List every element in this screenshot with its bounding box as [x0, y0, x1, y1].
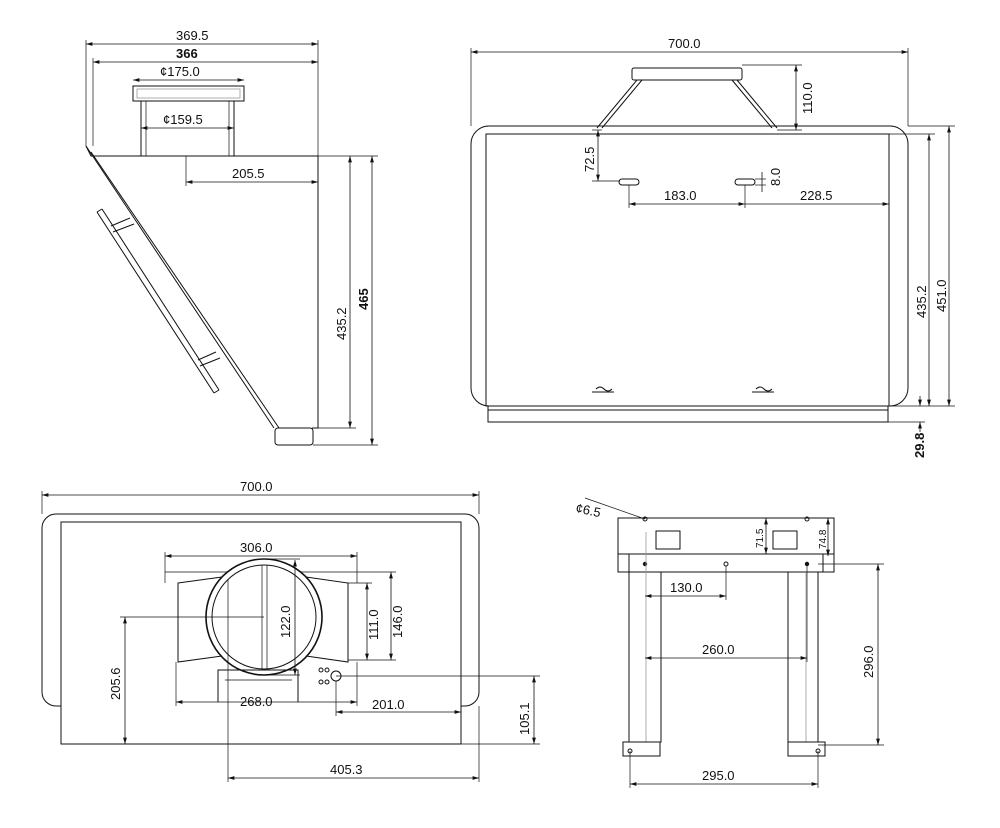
dim-bracket-depth-b: 74.8	[818, 529, 829, 549]
dim-front-height-total: 451.0	[934, 279, 949, 312]
bracket-tab-left	[655, 530, 681, 550]
bracket-top-plate	[617, 517, 835, 555]
hood-foot	[274, 427, 314, 446]
dim-side-offset: 205.5	[232, 166, 265, 181]
bracket-foot-right	[787, 741, 826, 757]
dim-front-slot-edge: 228.5	[800, 188, 833, 203]
duct-collar	[132, 85, 245, 102]
dim-bottom-box-outer: 146.0	[390, 605, 405, 638]
dim-side-width-outer: 369.5	[176, 28, 209, 43]
dim-side-height-body: 435.2	[334, 307, 349, 340]
dim-bracket-hole-diameter: ¢6.5	[574, 500, 602, 520]
dim-bracket-spacing-b: 260.0	[702, 642, 735, 657]
dim-bracket-spacing-a: 130.0	[670, 580, 703, 595]
bracket-leg-left	[628, 571, 662, 743]
control-icon-left	[592, 386, 614, 393]
dim-bracket-depth-a: 71.5	[755, 528, 766, 548]
bracket-leg-right	[787, 571, 819, 743]
bracket-view: ¢6.5 71.5 74.8 130.0 260.0 296.0 295.0	[574, 497, 884, 788]
front-hood-outer	[470, 125, 909, 407]
dim-front-bottom-trim: 29.8	[912, 433, 927, 458]
bracket-tab-right	[772, 530, 798, 550]
dim-bottom-panel-offset: 201.0	[372, 697, 405, 712]
dim-bottom-box-base: 268.0	[240, 694, 273, 709]
dim-front-duct-height: 110.0	[800, 82, 815, 114]
blower-base	[217, 669, 299, 702]
dim-bottom-width: 700.0	[240, 479, 273, 494]
mount-slot-left	[618, 178, 640, 186]
control-button-3	[318, 679, 324, 685]
front-duct-cap	[631, 67, 743, 81]
bracket-hole-left	[642, 561, 648, 567]
dim-side-width-inner: 366	[176, 46, 198, 61]
dim-bottom-duct-offset: 405.3	[330, 762, 363, 777]
dim-duct-inner: ¢159.5	[163, 112, 203, 127]
dim-bottom-center-from-edge: 205.6	[108, 667, 123, 700]
control-button-1	[318, 667, 324, 673]
dim-bottom-panel-height: 105.1	[517, 702, 532, 735]
dim-bottom-box-inner: 111.0	[366, 609, 381, 640]
control-icon-right	[752, 386, 774, 393]
dim-bracket-leg-height: 296.0	[861, 645, 876, 678]
front-bottom-trim	[487, 405, 889, 423]
dim-bracket-foot-spacing: 295.0	[702, 768, 735, 783]
mount-slot-right	[734, 178, 756, 186]
front-view: 700.0 110.0 72.5 8.0 183.0 228.5 435.2 4…	[470, 36, 955, 458]
dim-front-width: 700.0	[668, 36, 701, 51]
dim-front-bracket-top: 72.5	[582, 147, 597, 172]
dim-front-height-body: 435.2	[914, 285, 929, 318]
front-hood-inner	[485, 133, 890, 407]
dim-bottom-duct-center: 122.0	[278, 605, 293, 638]
glass-panel	[96, 208, 221, 394]
hood-side-outline	[85, 145, 319, 429]
side-view: 369.5 366 ¢175.0 ¢159.5 205.5 435.2 465	[85, 28, 378, 446]
dim-duct-outer: ¢175.0	[160, 64, 200, 79]
dim-front-slot-height: 8.0	[768, 168, 783, 186]
bracket-hole-center	[723, 561, 729, 567]
bracket-foot-left	[622, 741, 661, 757]
control-button-2	[324, 667, 330, 673]
bottom-view: 700.0 306.0 122.0 111.0 146.0 205.6 268.…	[41, 479, 540, 782]
control-button-4	[324, 679, 330, 685]
bracket-hole-right	[804, 561, 810, 567]
dim-bottom-box-width: 306.0	[240, 540, 273, 555]
dim-side-height-total: 465	[356, 288, 371, 310]
dim-front-slot-spacing: 183.0	[664, 188, 697, 203]
